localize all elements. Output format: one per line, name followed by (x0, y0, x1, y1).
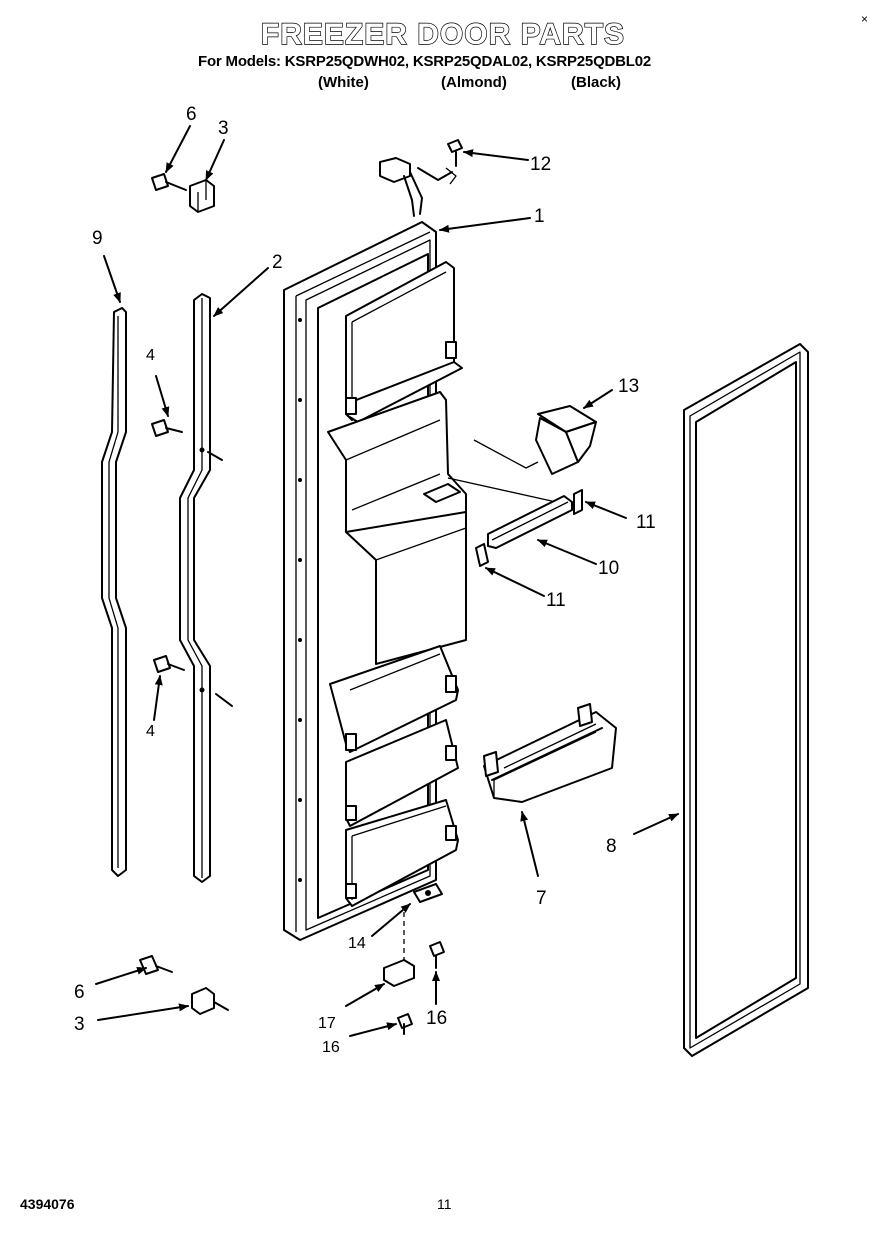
variant-almond: (Almond) (441, 74, 507, 91)
callout-17: 17 (318, 1015, 336, 1032)
callout-6-bottom: 6 (74, 982, 85, 1003)
wire-harness (379, 157, 457, 217)
callout-7: 7 (536, 888, 547, 909)
callout-4-top: 4 (146, 347, 155, 364)
part-4-screw-bottom (153, 655, 233, 707)
callout-1: 1 (534, 206, 545, 227)
callout-16-bottom: 16 (322, 1039, 340, 1056)
models-line: For Models: KSRP25QDWH02, KSRP25QDAL02, … (198, 53, 652, 70)
part-8-door-gasket (683, 343, 809, 1057)
page-number: 11 (437, 1196, 452, 1212)
part-7-door-bin (483, 703, 617, 803)
part-4-screw-top (151, 419, 223, 461)
callout-12: 12 (530, 154, 551, 175)
callout-4-bottom: 4 (146, 723, 155, 740)
part-12-screw (447, 139, 463, 167)
document-part-number: 4394076 (20, 1196, 75, 1212)
callout-11-lower: 11 (546, 590, 566, 611)
part-14-hinge-bracket (413, 883, 443, 903)
callout-10: 10 (598, 558, 619, 579)
part-16-screw-bottom (397, 1013, 413, 1035)
corner-mark: × (860, 12, 868, 26)
part-3-clip-top (189, 179, 215, 213)
callout-8: 8 (606, 836, 617, 857)
callout-2: 2 (272, 252, 283, 273)
part-17-hinge-block (383, 959, 415, 987)
page-title: FREEZER DOOR PARTS (260, 17, 626, 51)
callout-3-bottom: 3 (74, 1014, 85, 1035)
callout-11-upper: 11 (636, 512, 656, 533)
part-11-end-cap-lower (475, 543, 489, 567)
part-3-clip-bottom (191, 987, 229, 1015)
part-13-chute (447, 405, 597, 503)
part-10-trim-bar (487, 495, 573, 549)
callout-13: 13 (618, 376, 639, 397)
callout-14: 14 (348, 935, 366, 952)
callout-6-top: 6 (186, 104, 197, 125)
part-1-door-panel (283, 221, 467, 941)
variant-white: (White) (318, 74, 369, 91)
part-6-screw-bottom (139, 955, 173, 975)
callout-9: 9 (92, 228, 103, 249)
part-6-screw-top (151, 173, 187, 191)
part-9-gasket-strip (101, 307, 127, 877)
leader-arrows (95, 125, 679, 1037)
callout-3-top: 3 (218, 118, 229, 139)
part-11-end-cap-upper (573, 489, 583, 515)
variant-black: (Black) (571, 74, 622, 91)
part-16-screw-right (429, 941, 445, 969)
callout-16-right: 16 (426, 1008, 447, 1029)
part-2-trim-strip (179, 293, 211, 883)
